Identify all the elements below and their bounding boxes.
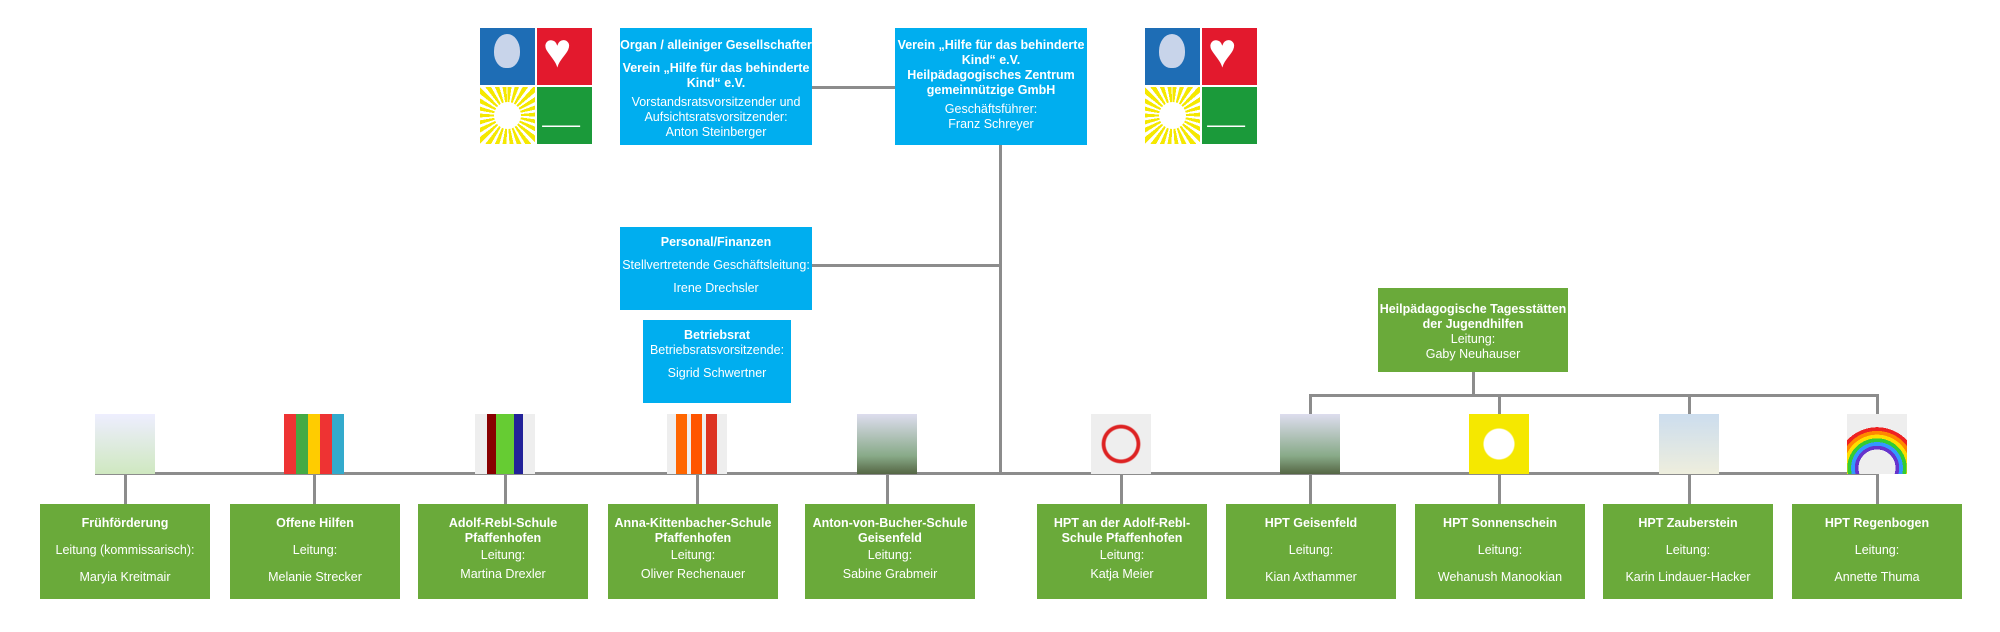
unit-name: Kian Axthammer: [1265, 570, 1357, 584]
personal-role: Stellvertretende Geschäftsleitung:: [622, 258, 810, 272]
hpt-group-title: Heilpädagogische Tagesstätten der Jugend…: [1379, 302, 1567, 331]
drawing-icon: [1659, 414, 1719, 474]
connector: [1498, 474, 1501, 504]
company-role: Geschäftsführer:: [944, 102, 1038, 116]
building-photo-icon: [1280, 414, 1340, 474]
connector: [1498, 395, 1501, 415]
hpt-group-box: Heilpädagogische Tagesstätten der Jugend…: [1378, 288, 1568, 372]
heart-hands-icon: [1091, 414, 1151, 474]
sun-icon: [1469, 414, 1529, 474]
unit-role: Leitung:: [1477, 543, 1523, 557]
unit-name: Sabine Grabmeir: [842, 567, 938, 581]
connector: [1309, 395, 1312, 415]
unit-role: Leitung:: [1099, 548, 1145, 562]
connector: [812, 264, 1000, 267]
raised-hands-icon: [284, 414, 344, 474]
personal-title: Personal/Finanzen: [660, 235, 772, 249]
main-connector: [95, 472, 1879, 475]
unit-role: Leitung:: [1665, 543, 1711, 557]
connector: [999, 145, 1002, 475]
owner-title: Organ / alleiniger Gesellschafter: [620, 38, 812, 52]
connector: [1472, 372, 1475, 396]
unit-role: Leitung:: [480, 548, 526, 562]
unit-box: HPT an der Adolf-Rebl-Schule Pfaffenhofe…: [1037, 504, 1207, 599]
logo-right: [1145, 24, 1257, 145]
connector: [1309, 394, 1879, 397]
betriebsrat-title: Betriebsrat: [684, 328, 750, 342]
unit-name: Melanie Strecker: [268, 570, 362, 584]
unit-title: HPT Regenbogen: [1824, 516, 1930, 530]
unit-title: HPT Sonnenschein: [1443, 516, 1557, 530]
connector: [1688, 474, 1691, 504]
logo-left: [480, 24, 592, 145]
unit-name: Karin Lindauer-Hacker: [1625, 570, 1751, 584]
connector: [1309, 474, 1312, 504]
unit-name: Wehanush Manookian: [1437, 570, 1563, 584]
unit-title: Adolf-Rebl-Schule Pfaffenhofen: [448, 516, 558, 545]
connector: [1876, 474, 1879, 504]
unit-name: Maryia Kreitmair: [79, 570, 171, 584]
company-box: Verein „Hilfe für das behinderte Kind“ e…: [895, 28, 1087, 145]
unit-title: Frühförderung: [81, 516, 169, 530]
unit-name: Katja Meier: [1090, 567, 1154, 581]
owner-role: Vorstandsratsvorsitzender und Aufsichtsr…: [631, 95, 801, 124]
connector: [504, 474, 507, 504]
hpt-group-name: Gaby Neuhauser: [1425, 347, 1521, 361]
unit-role: Leitung (kommissarisch):: [55, 543, 195, 557]
unit-role: Leitung:: [1288, 543, 1334, 557]
betriebsrat-name: Sigrid Schwertner: [667, 366, 767, 380]
owner-box: Organ / alleiniger Gesellschafter Verein…: [620, 28, 812, 145]
sun-house-drawing-icon: [95, 414, 155, 474]
betriebsrat-role: Betriebsratsvorsitzende:: [649, 343, 785, 357]
connector: [696, 474, 699, 504]
company-title: Heilpädagogisches Zentrum gemeinnützige …: [907, 68, 1075, 97]
unit-role: Leitung:: [292, 543, 338, 557]
unit-title: Anton-von-Bucher-Schule Geisenfeld: [812, 516, 968, 545]
unit-title: Offene Hilfen: [276, 516, 354, 530]
people-figures-icon: [475, 414, 535, 474]
connector: [1120, 474, 1123, 504]
company-name: Franz Schreyer: [948, 117, 1034, 131]
personal-box: Personal/Finanzen Stellvertretende Gesch…: [620, 227, 812, 310]
building-photo-icon: [857, 414, 917, 474]
hpt-group-role: Leitung:: [1450, 332, 1496, 346]
betriebsrat-box: Betriebsrat Betriebsratsvorsitzende: Sig…: [643, 320, 791, 403]
unit-title: Anna-Kittenbacher-Schule Pfaffenhofen: [614, 516, 772, 545]
owner-name: Anton Steinberger: [665, 125, 767, 139]
bars-logo-icon: [667, 414, 727, 474]
connector: [812, 86, 895, 89]
owner-org: Verein „Hilfe für das behinderte Kind“ e…: [622, 61, 810, 90]
unit-role: Leitung:: [670, 548, 716, 562]
personal-name: Irene Drechsler: [673, 281, 759, 295]
connector: [124, 474, 127, 504]
unit-name: Martina Drexler: [460, 567, 546, 581]
unit-title: HPT Zauberstein: [1638, 516, 1738, 530]
unit-name: Annette Thuma: [1834, 570, 1920, 584]
unit-role: Leitung:: [1854, 543, 1900, 557]
connector: [1688, 395, 1691, 415]
connector: [1876, 395, 1879, 415]
connector: [313, 474, 316, 504]
unit-title: HPT Geisenfeld: [1264, 516, 1358, 530]
company-org: Verein „Hilfe für das behinderte Kind“ e…: [897, 38, 1085, 67]
rainbow-icon: [1847, 414, 1907, 474]
unit-name: Oliver Rechenauer: [640, 567, 746, 581]
unit-title: HPT an der Adolf-Rebl-Schule Pfaffenhofe…: [1053, 516, 1191, 545]
connector: [886, 474, 889, 504]
unit-role: Leitung:: [867, 548, 913, 562]
